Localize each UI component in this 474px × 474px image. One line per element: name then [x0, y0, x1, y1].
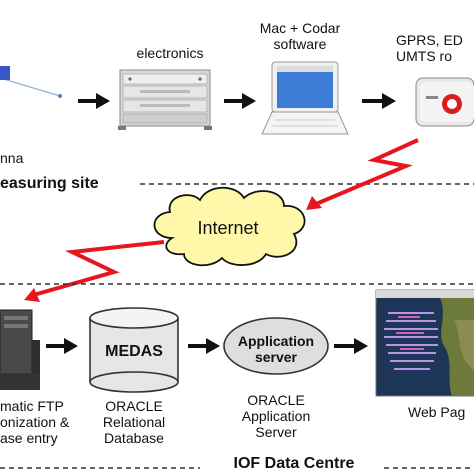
oracle-database-label: ORACLE Relational Database: [102, 398, 166, 446]
ftp-sync-label: matic FTP onization & ase entry: [0, 398, 70, 446]
internet-cloud-icon: [153, 186, 306, 267]
router-icon: [415, 77, 474, 127]
webpage-label: Web Pag: [408, 404, 466, 420]
flow-arrow-antenna-electronics: [78, 93, 110, 109]
antenna-label: nna: [0, 150, 24, 166]
internet-label: Internet: [197, 218, 259, 238]
laptop-icon: [261, 61, 349, 135]
flow-arrow-electronics-mac: [224, 93, 256, 109]
medas-label: MEDAS: [105, 343, 163, 360]
mac-codar-label: Mac + Codar software: [259, 20, 341, 52]
electronics-label: electronics: [136, 45, 204, 61]
lightning-bolt-top: [315, 138, 419, 206]
router-label: GPRS, ED UMTS ro: [396, 32, 463, 64]
application-server-node: [223, 317, 329, 375]
iof-data-centre-section-label: IOF Data Centre: [233, 455, 355, 472]
flow-arrow-ftp-medas: [46, 338, 78, 354]
medas-database-icon: [89, 307, 179, 393]
application-server-label: Application server: [237, 333, 315, 365]
antenna-icon: [0, 66, 62, 98]
webpage-map-screenshot: [375, 289, 474, 397]
measuring-site-section-label: easuring site: [0, 175, 99, 192]
electronics-rack-icon: [118, 69, 212, 130]
flow-arrow-medas-appserver: [188, 338, 220, 354]
flow-arrow-appserver-webpage: [334, 338, 368, 354]
computer-tower-icon: [0, 309, 40, 390]
oracle-application-server-label: ORACLE Application Server: [241, 392, 311, 440]
flow-arrow-mac-router: [362, 93, 396, 109]
lightning-bolt-bottom: [29, 240, 165, 298]
